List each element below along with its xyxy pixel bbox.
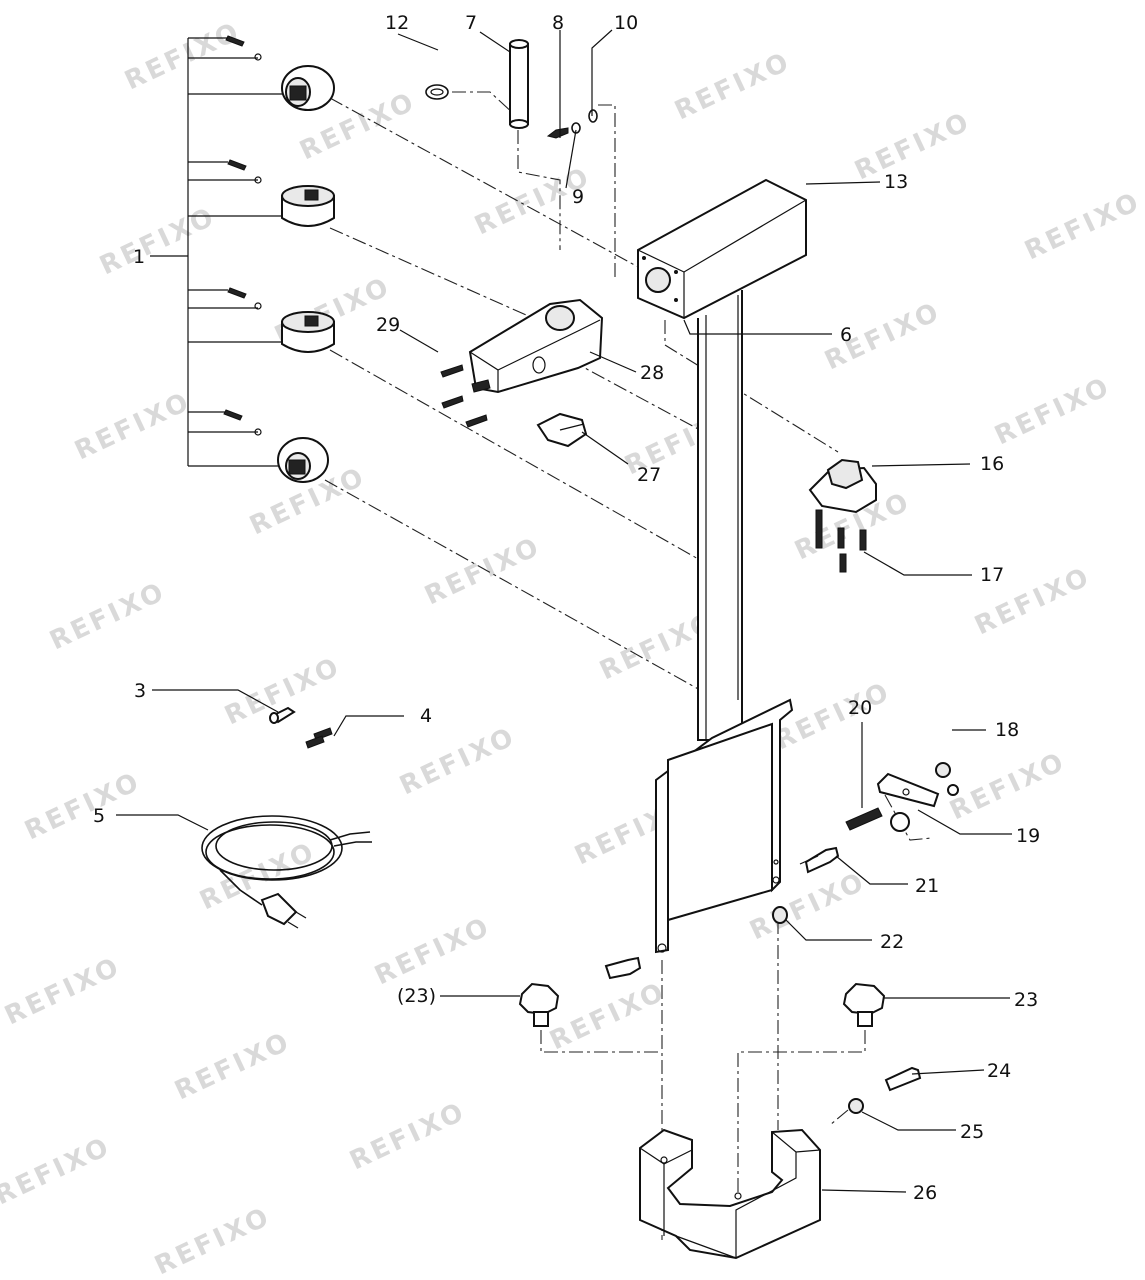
o-ring — [425, 84, 449, 100]
watermark: REFIXO — [370, 912, 495, 992]
head-box — [637, 178, 807, 320]
label-27: 27 — [637, 464, 661, 486]
pin-and-screws — [269, 706, 333, 749]
power-cable — [201, 815, 372, 929]
clamp-ring — [281, 311, 335, 353]
label-5: 5 — [93, 805, 105, 827]
label-17: 17 — [980, 564, 1004, 586]
label-8: 8 — [552, 12, 564, 34]
label-12: 12 — [385, 12, 409, 34]
label-7: 7 — [465, 12, 477, 34]
clamp-ring — [277, 437, 329, 483]
knob-left — [518, 982, 560, 1027]
clamp-ring — [281, 185, 335, 227]
label-9: 9 — [572, 186, 584, 208]
watermark: REFIXO — [395, 722, 520, 802]
label-10: 10 — [614, 12, 638, 34]
ring-part — [588, 109, 598, 123]
switch-unit — [808, 458, 877, 573]
label-13: 13 — [884, 171, 908, 193]
clamp-ring — [281, 65, 335, 111]
part-labels: 1 3 4 5 6 7 8 9 10 12 13 16 17 18 19 20 … — [93, 12, 1040, 1204]
watermark: REFIXO — [0, 952, 125, 1032]
clip-part — [536, 412, 588, 448]
right-small-parts — [604, 762, 959, 980]
watermark: REFIXO — [770, 677, 895, 757]
watermark: REFIXO — [945, 747, 1070, 827]
label-24: 24 — [987, 1060, 1011, 1082]
watermark: REFIXO — [670, 47, 795, 127]
watermark: REFIXO — [45, 577, 170, 657]
lower-frame — [655, 698, 794, 954]
pin-part — [509, 39, 529, 129]
watermark: REFIXO — [0, 1132, 116, 1212]
label-28: 28 — [640, 362, 664, 384]
label-22: 22 — [880, 931, 904, 953]
label-23-paren: (23) — [397, 985, 436, 1007]
watermark: REFIXO — [95, 202, 220, 282]
watermark: REFIXO — [20, 767, 145, 847]
knob-right — [842, 982, 886, 1027]
label-18: 18 — [995, 719, 1019, 741]
watermark: REFIXO — [850, 107, 975, 187]
label-21: 21 — [915, 875, 939, 897]
label-3: 3 — [134, 680, 146, 702]
top-small-parts — [425, 39, 598, 139]
arm-screws — [440, 364, 491, 428]
watermark: REFIXO — [990, 372, 1115, 452]
base-part — [639, 1128, 821, 1260]
label-19: 19 — [1016, 825, 1040, 847]
base-screw — [848, 1066, 922, 1114]
arm-bracket — [468, 298, 604, 394]
knobs — [518, 982, 886, 1027]
label-23: 23 — [1014, 989, 1038, 1011]
watermark: REFIXO — [150, 1202, 275, 1280]
watermark: REFIXO — [545, 977, 670, 1057]
label-26: 26 — [913, 1182, 937, 1204]
clamp-screws — [223, 35, 262, 436]
label-4: 4 — [420, 705, 432, 727]
label-6: 6 — [840, 324, 852, 346]
label-16: 16 — [980, 453, 1004, 475]
part-1-bracket — [150, 37, 290, 467]
watermark: REFIXO — [120, 17, 245, 97]
watermark: REFIXO — [70, 387, 195, 467]
label-29: 29 — [376, 314, 400, 336]
label-25: 25 — [960, 1121, 984, 1143]
label-20: 20 — [848, 697, 872, 719]
watermark: REFIXO — [345, 1097, 470, 1177]
watermark: REFIXO — [170, 1027, 295, 1107]
clamp-rings — [223, 35, 335, 483]
label-1: 1 — [133, 246, 145, 268]
screw-part — [546, 127, 569, 139]
column — [697, 290, 743, 741]
watermark: REFIXO — [1020, 187, 1145, 267]
leader-lines — [116, 29, 1012, 1193]
